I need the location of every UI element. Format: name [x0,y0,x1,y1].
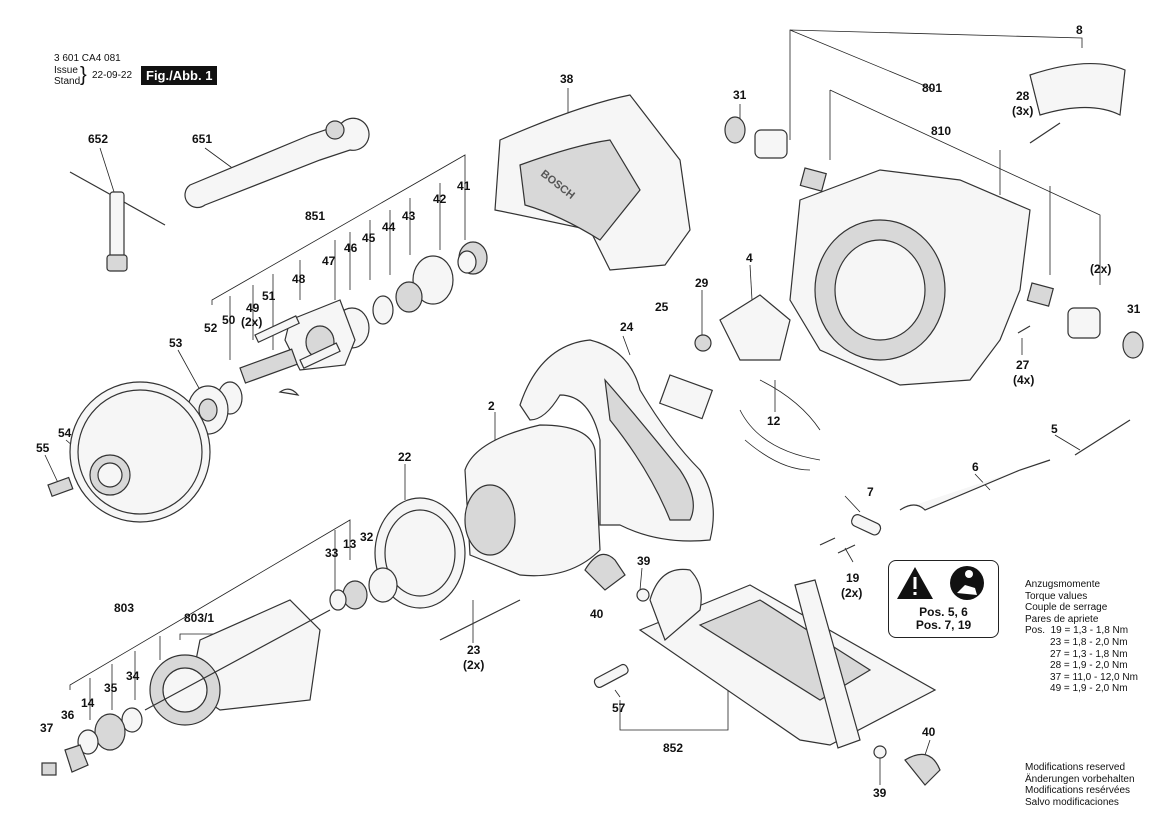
label-652: 652 [88,132,108,146]
label-5: 5 [1051,422,1058,436]
label-29: 29 [695,276,709,290]
label-23-qty: (2x) [463,658,484,672]
issue-label: Issue [54,65,78,76]
label-40-left: 40 [590,607,604,621]
label-33: 33 [325,546,339,560]
torque-row: 23 = 1,8 - 2,0 Nm [1025,636,1128,648]
label-50: 50 [222,313,236,327]
label-28-qty: (3x) [1012,104,1033,118]
label-31-right: 31 [1127,302,1141,316]
label-36: 36 [61,708,75,722]
torque-row: 37 = 11,0 - 12,0 Nm [1025,671,1138,683]
label-42: 42 [433,192,447,206]
label-7: 7 [867,485,874,499]
part-labels: 8 801 28 (3x) 31 810 38 652 651 41 42 43… [36,23,1141,800]
label-22: 22 [398,450,412,464]
stand-label: Stand [54,76,81,87]
label-803: 803 [114,601,134,615]
torque-title-es: Pares de apriete [1025,613,1099,625]
label-27: 27 [1016,358,1030,372]
label-19: 19 [846,571,860,585]
label-2x: (2x) [1090,262,1111,276]
label-39-bottom: 39 [873,786,887,800]
torque-title-en: Torque values [1025,590,1088,602]
label-48: 48 [292,272,306,286]
mod-line-fr: Modifications resérvées [1025,785,1131,796]
brace: } [80,64,87,86]
label-851: 851 [305,209,325,223]
figure-label: Fig./Abb. 1 [141,66,218,85]
label-25: 25 [655,300,669,314]
label-44: 44 [382,220,396,234]
label-14: 14 [81,696,95,710]
label-13: 13 [343,537,357,551]
label-43: 43 [402,209,416,223]
torque-row: 49 = 1,9 - 2,0 Nm [1025,683,1128,695]
label-37: 37 [40,721,54,735]
label-51: 51 [262,289,276,303]
label-4: 4 [746,251,753,265]
warning-triangle-icon [897,567,933,599]
torque-title-fr: Couple de serrage [1025,602,1108,614]
label-801: 801 [922,81,942,95]
label-2: 2 [488,399,495,413]
torque-row: 27 = 1,3 - 1,8 Nm [1025,648,1128,660]
label-32: 32 [360,530,374,544]
safety-position-box: Pos. 5, 6 Pos. 7, 19 [888,560,999,638]
label-54: 54 [58,426,72,440]
parts: BOSCH [41,63,1144,786]
label-53: 53 [169,336,183,350]
pos-line-2: Pos. 7, 19 [915,618,972,632]
part-number: 3 601 CA4 081 [54,53,121,64]
pos-line-1: Pos. 5, 6 [919,605,968,619]
modifications-notice: Modifications reserved Änderungen vorbeh… [1025,762,1135,808]
mod-line-de: Änderungen vorbehalten [1025,773,1135,785]
torque-row: Pos. 19 = 1,3 - 1,8 Nm [1025,625,1129,637]
label-27-qty: (4x) [1013,373,1034,387]
label-55: 55 [36,441,50,455]
label-651: 651 [192,132,212,146]
label-12: 12 [767,414,781,428]
label-49-qty: (2x) [241,315,262,329]
label-24: 24 [620,320,634,334]
label-40-right: 40 [922,725,936,739]
label-46: 46 [344,241,358,255]
label-57: 57 [612,701,626,715]
torque-row: 28 = 1,9 - 2,0 Nm [1025,660,1128,672]
torque-values-block: Anzugsmomente Torque values Couple de se… [1025,579,1138,695]
label-39-top: 39 [637,554,651,568]
label-810: 810 [931,124,951,138]
label-52: 52 [204,321,218,335]
label-45: 45 [362,231,376,245]
mod-line-en: Modifications reserved [1025,762,1126,773]
label-38: 38 [560,72,574,86]
read-manual-icon [950,566,984,600]
issue-date: 22-09-22 [92,70,133,81]
label-19-qty: (2x) [841,586,862,600]
mod-line-es: Salvo modificaciones [1025,796,1119,808]
torque-title-de: Anzugsmomente [1025,579,1101,590]
label-8: 8 [1076,23,1083,37]
label-28: 28 [1016,89,1030,103]
label-49: 49 [246,301,260,315]
label-34: 34 [126,669,140,683]
label-31-top: 31 [733,88,747,102]
label-35: 35 [104,681,118,695]
label-23: 23 [467,643,481,657]
label-852: 852 [663,741,683,755]
label-47: 47 [322,254,336,268]
label-6: 6 [972,460,979,474]
label-803-1: 803/1 [184,611,214,625]
label-41: 41 [457,179,471,193]
